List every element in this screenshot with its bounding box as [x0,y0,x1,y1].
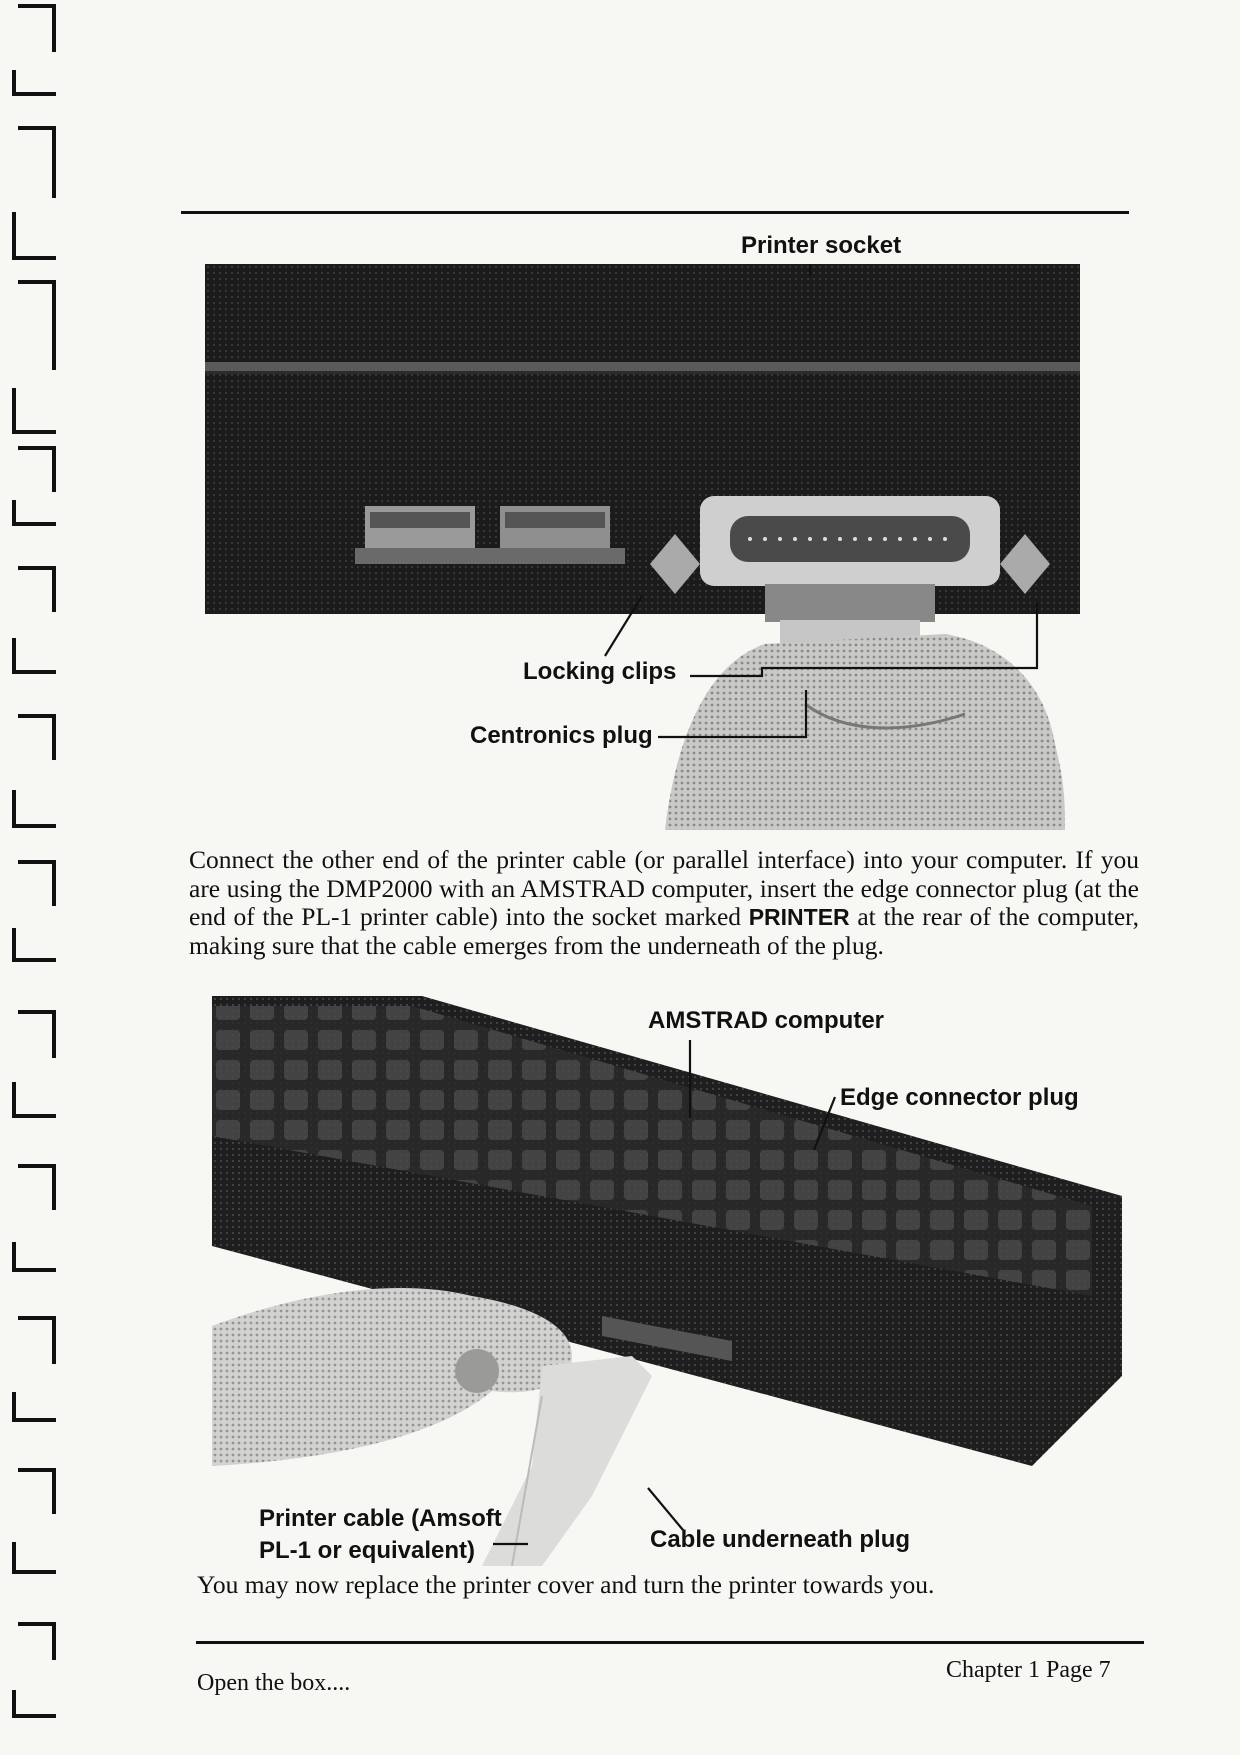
printer-keyword: PRINTER [748,904,850,930]
binding-marks [12,4,56,1718]
label-printer-socket: Printer socket [741,232,902,259]
label-centronics-plug: Centronics plug [470,722,653,749]
paragraph-1-text: Connect the other end of the printer cab… [189,845,1139,931]
amstrad-computer-photo [212,996,1122,1566]
printer-rear-photo [205,264,1085,830]
label-amstrad-computer: AMSTRAD computer [648,1007,885,1034]
label-locking-clips: Locking clips [523,658,677,685]
paragraph-1-text-end: at the rear of the computer, making sure… [189,902,1139,960]
label-cable-underneath-plug: Cable underneath plug [650,1526,911,1553]
body-paragraph-1: Connect the other end of the printer cab… [189,845,1139,960]
label-edge-connector-plug: Edge connector plug [840,1084,1079,1111]
bottom-rule [196,1641,1144,1644]
top-rule [181,211,1129,214]
body-paragraph-2: You may now replace the printer cover an… [197,1570,935,1599]
footer-page-number: Chapter 1 Page 7 [946,1657,1111,1683]
label-printer-cable-line2: PL-1 or equivalent) [259,1537,476,1564]
footer-section-title: Open the box.... [197,1670,351,1696]
label-printer-cable-line1: Printer cable (Amsoft [259,1505,502,1532]
